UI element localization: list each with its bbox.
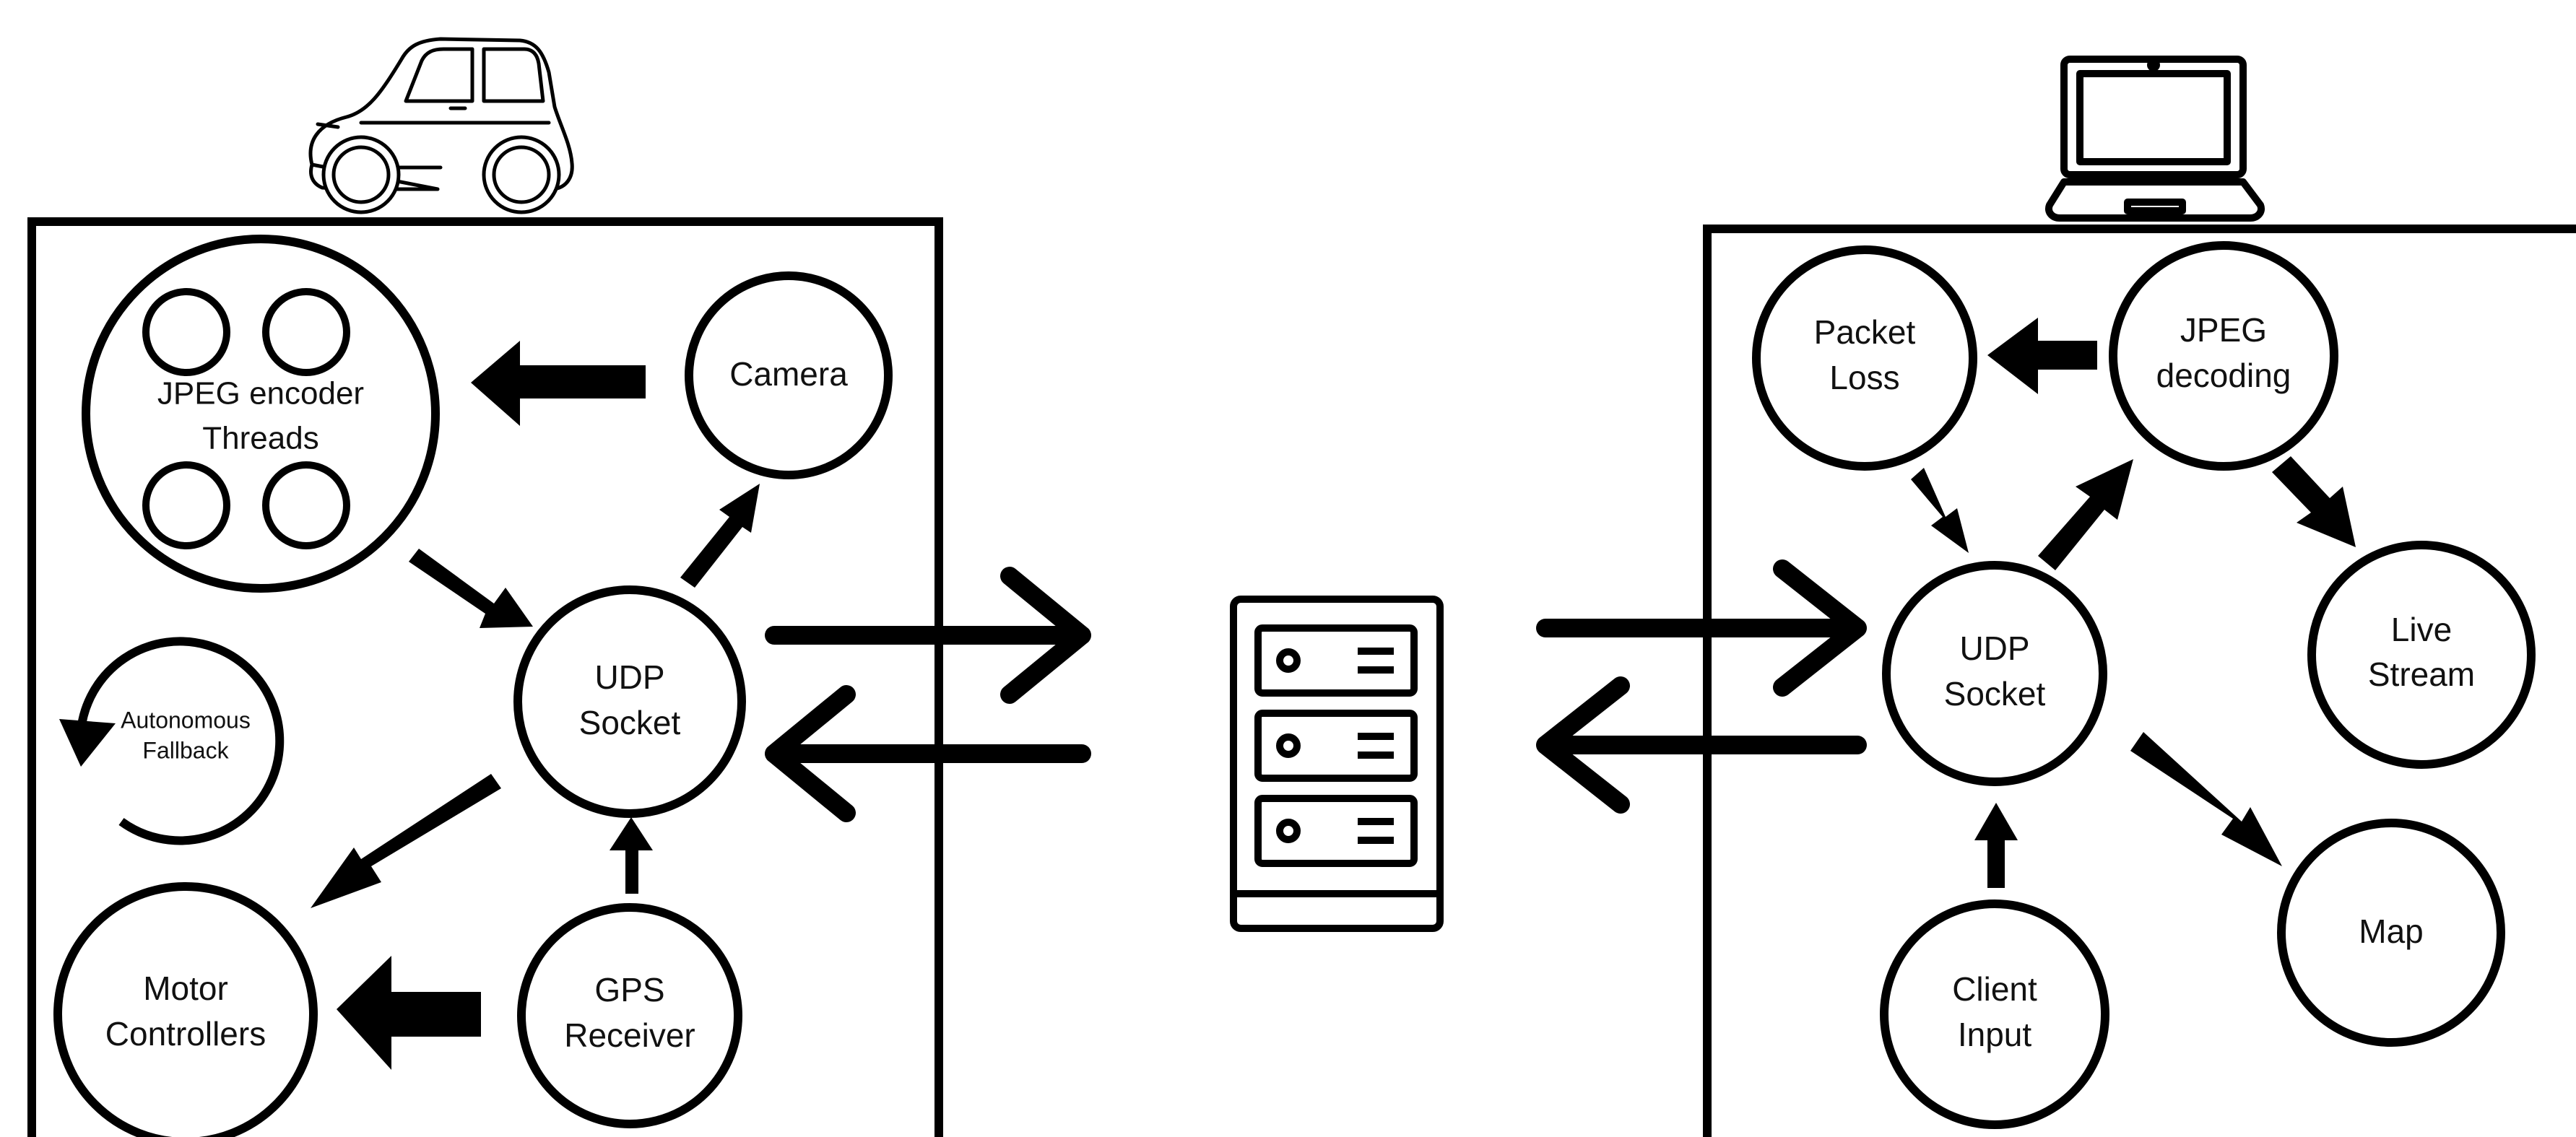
node-label: Receiver (564, 1016, 695, 1054)
node-label: Stream (2368, 655, 2475, 693)
node-label: JPEG encoder (157, 376, 364, 411)
node-label: Socket (1944, 675, 2046, 713)
node-label: Live (2391, 611, 2452, 648)
node-label: Autonomous (121, 707, 251, 733)
car-icon (308, 37, 574, 214)
arrow-server-to-client (1536, 559, 1867, 697)
node-label: UDP (594, 658, 664, 696)
arrow-client-to-server (1536, 676, 1867, 814)
thread-circle (262, 461, 350, 549)
arrow-gps-to-udp (610, 817, 653, 894)
vehicle-udp-socket-node: UDP Socket (513, 585, 746, 818)
camera-node: Camera (685, 271, 893, 479)
arrow-decoding-to-packet-loss (1987, 318, 2097, 394)
arrow-input-to-udp (1974, 803, 2018, 888)
node-label: Motor (143, 970, 228, 1007)
node-label: Input (1958, 1016, 2032, 1053)
arrow-encoder-to-udp (409, 549, 533, 628)
node-label: Socket (579, 704, 681, 741)
server-icon (1230, 596, 1444, 932)
autonomous-fallback-node: Autonomous Fallback (59, 637, 285, 845)
client-udp-socket-node: UDP Socket (1882, 561, 2107, 786)
node-label: UDP (1959, 630, 2029, 667)
node-label: Fallback (142, 737, 229, 763)
arrow-server-to-vehicle (765, 685, 1091, 822)
jpeg-decoding-node: JPEG decoding (2109, 241, 2338, 471)
client-input-node: Client Input (1880, 899, 2109, 1129)
node-label: Threads (202, 421, 318, 456)
gps-receiver-node: GPS Receiver (517, 903, 742, 1128)
arrow-camera-to-encoder (471, 341, 646, 426)
thread-circle (262, 288, 350, 376)
arrow-udp-to-map (2130, 732, 2282, 866)
node-label: Camera (729, 355, 848, 393)
node-label: JPEG (2180, 311, 2267, 349)
client-panel (1703, 225, 2576, 1137)
node-label: Client (1952, 970, 2037, 1008)
node-label: Loss (1829, 359, 1899, 396)
arrow-udp-to-camera (680, 484, 760, 588)
laptop-icon (2045, 56, 2265, 222)
loop-arrowhead-icon (59, 719, 116, 767)
live-stream-node: Live Stream (2307, 541, 2536, 769)
node-label: decoding (2156, 357, 2291, 394)
arrow-packet-loss-to-udp (1911, 468, 1969, 553)
map-node: Map (2277, 819, 2505, 1047)
node-label: Packet (1814, 313, 1916, 351)
arrow-udp-to-decoding (2038, 459, 2133, 570)
vehicle-panel (27, 217, 943, 1137)
arrow-udp-to-motor (311, 774, 501, 908)
node-label: Map (2359, 912, 2423, 950)
arrow-decoding-to-live-stream (2272, 456, 2356, 547)
jpeg-encoder-threads-node: JPEG encoder Threads (82, 235, 440, 593)
thread-circle (142, 288, 230, 376)
loop-arc (77, 637, 285, 845)
node-label: Controllers (105, 1015, 266, 1053)
thread-circle (142, 461, 230, 549)
node-label: GPS (594, 971, 664, 1009)
packet-loss-node: Packet Loss (1752, 245, 1977, 471)
arrow-vehicle-to-server (765, 567, 1091, 704)
motor-controllers-node: Motor Controllers (53, 882, 318, 1137)
arrow-gps-to-motor (337, 956, 481, 1070)
